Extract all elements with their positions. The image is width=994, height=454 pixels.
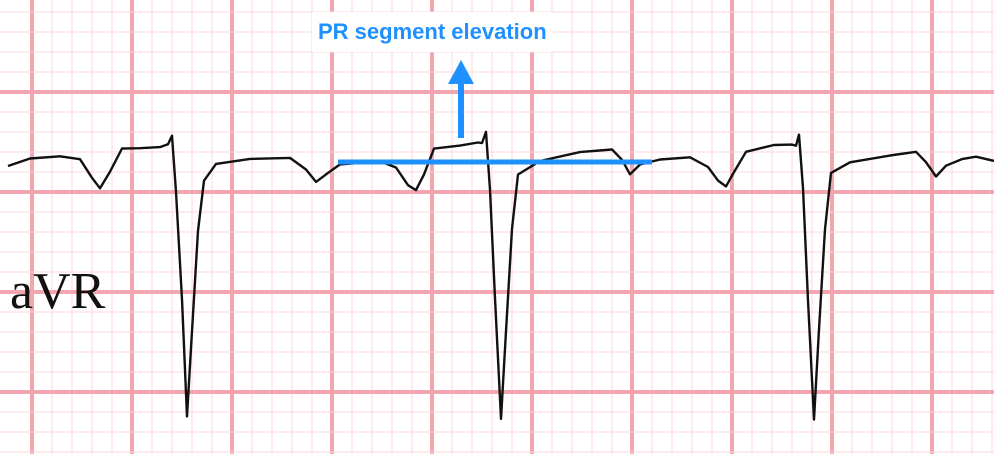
- annotation-arrow-head: [448, 60, 474, 84]
- annotation-label: PR segment elevation: [312, 12, 553, 52]
- ecg-trace: [7, 130, 994, 421]
- lead-label: aVR: [10, 263, 106, 320]
